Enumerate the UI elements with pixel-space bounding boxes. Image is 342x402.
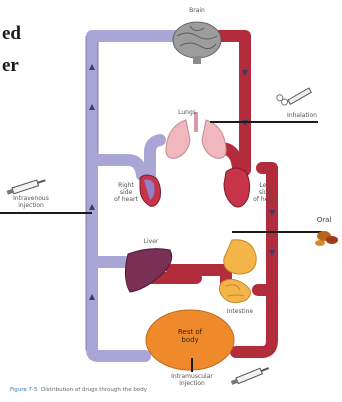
figure-caption: Figure 7-5 Distribution of drugs through…	[10, 387, 147, 393]
oral-label: Oral	[312, 216, 336, 224]
inhalation-label: Inhalation	[282, 113, 322, 120]
lungs-icon	[166, 112, 226, 158]
syringe-icon-bottom	[230, 365, 269, 386]
brain-icon	[173, 22, 221, 64]
brain-label: Brain	[172, 8, 222, 15]
lungs-label: Lungs	[172, 110, 202, 117]
intestine-icon	[219, 279, 250, 302]
syringe-icon-left	[6, 177, 46, 195]
vein-from-body	[92, 350, 145, 356]
stomach-icon	[224, 240, 256, 274]
left-heart-icon	[224, 168, 250, 207]
liver-icon	[125, 249, 171, 292]
caption-text: Distribution of drugs through the body	[41, 387, 147, 393]
pills-icon	[315, 231, 338, 246]
figure-number: Figure 7-5	[10, 387, 38, 393]
inhaler-icon	[276, 80, 312, 109]
intestine-label: Intestine	[220, 309, 260, 316]
vein-to-right-heart	[92, 160, 142, 175]
liver-label: Liver	[138, 239, 164, 246]
pulmonary-artery	[150, 140, 160, 178]
